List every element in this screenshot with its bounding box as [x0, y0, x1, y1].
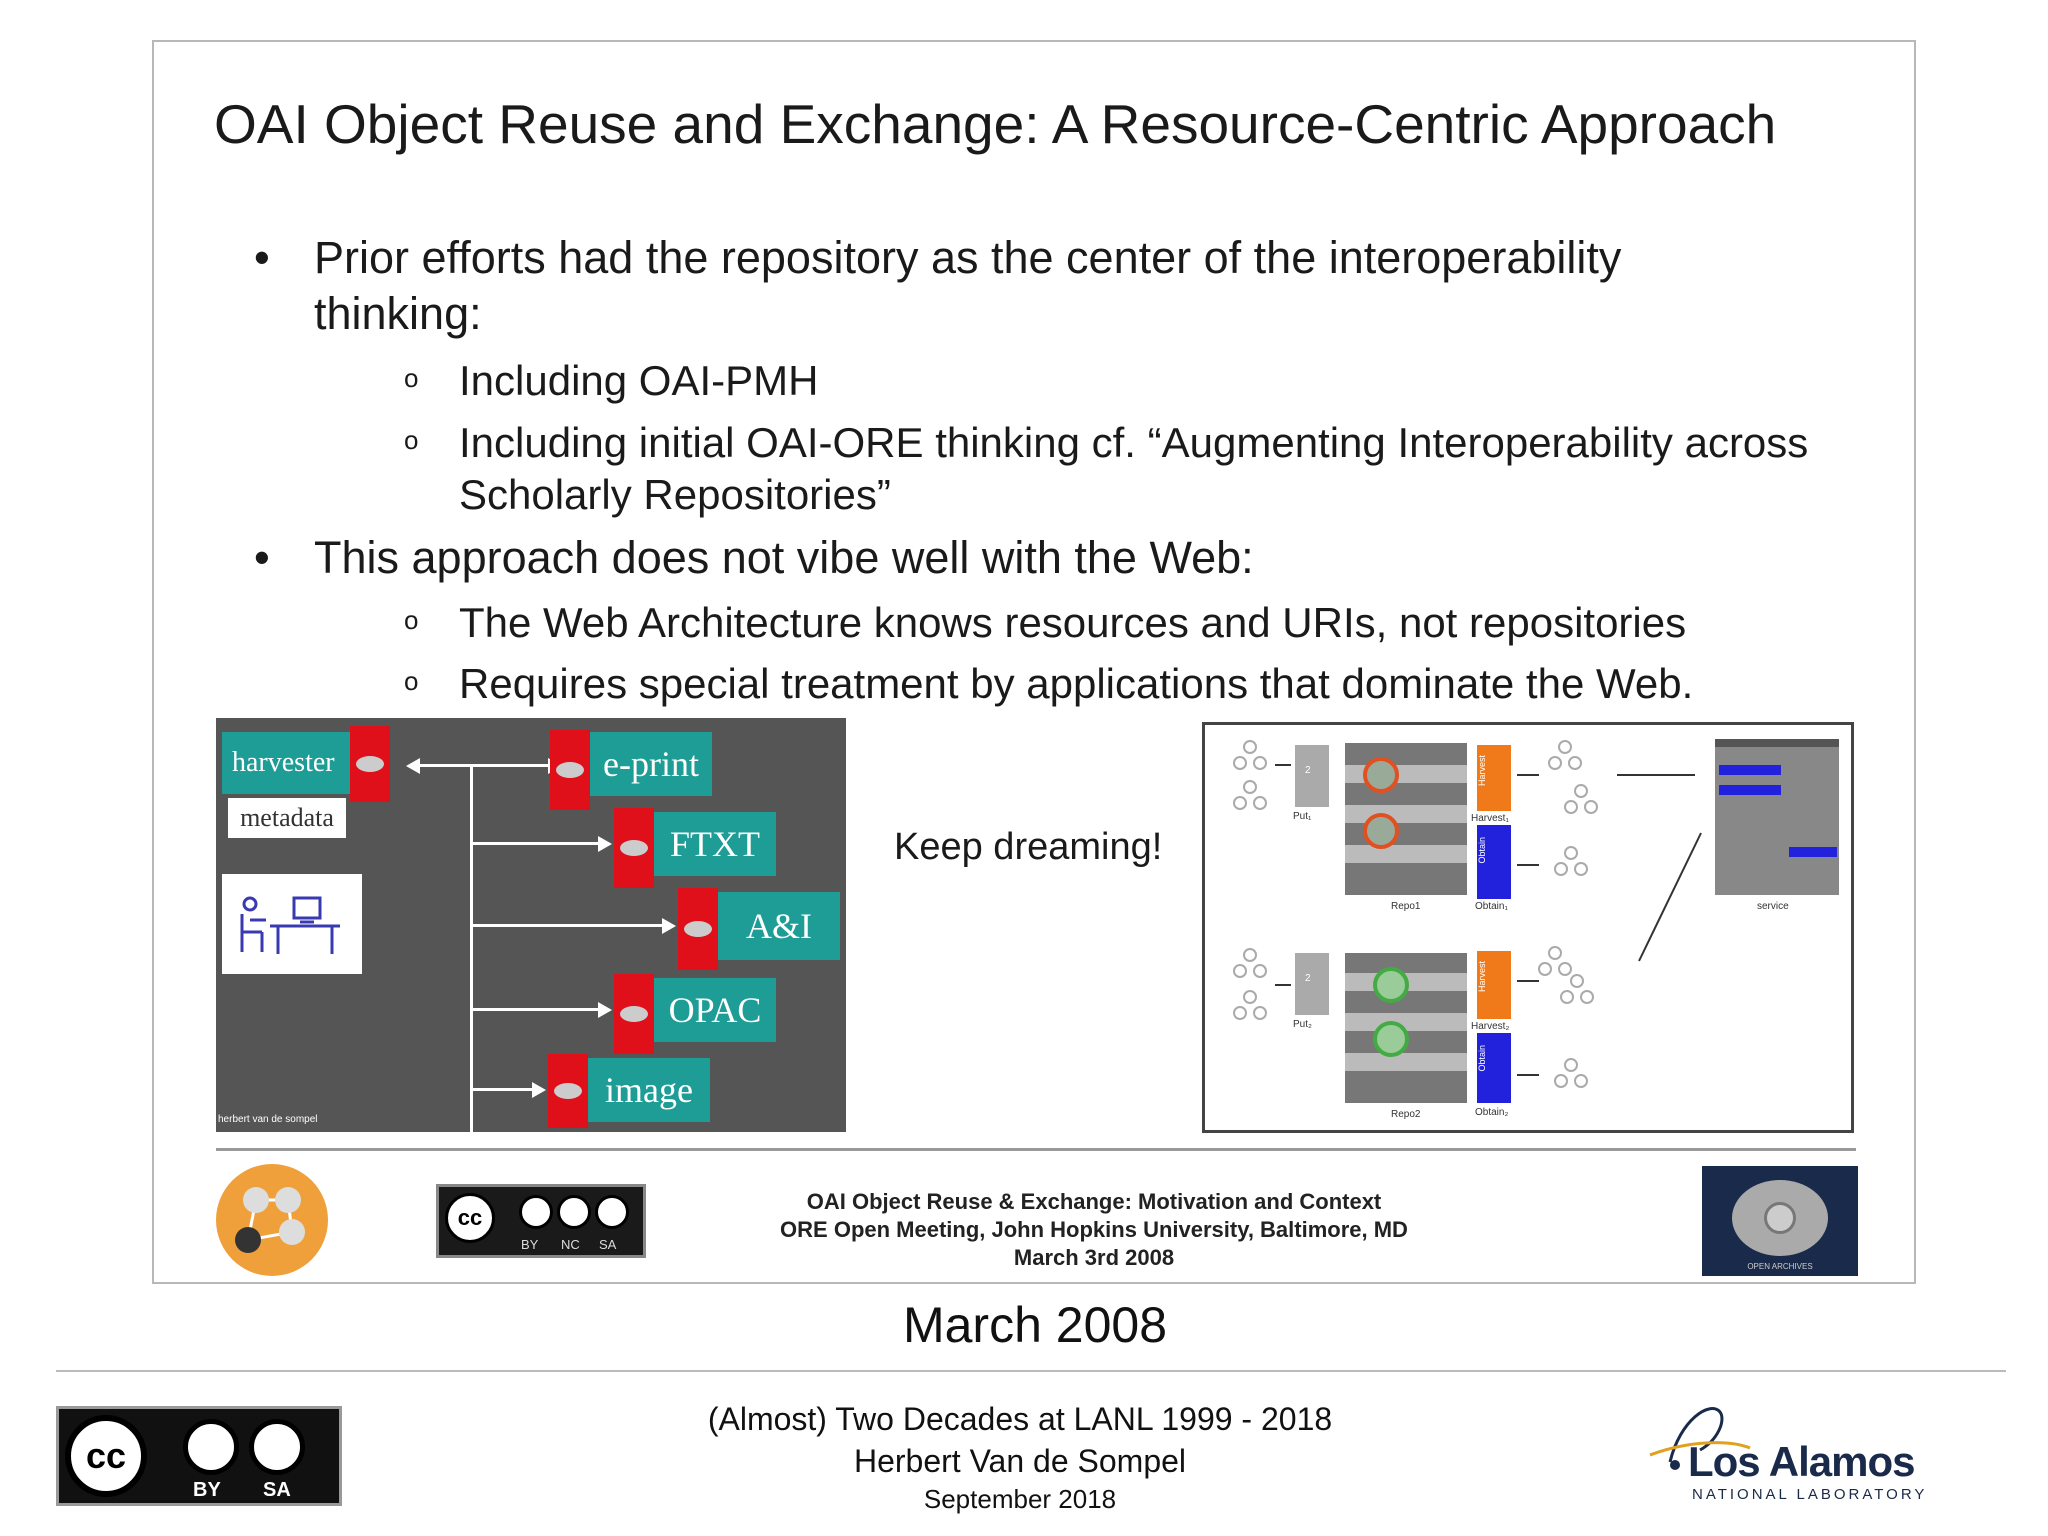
sa-icon: [249, 1419, 305, 1475]
diagram-credit: herbert van de sompel: [218, 1114, 318, 1125]
lanl-subtitle: NATIONAL LABORATORY: [1692, 1486, 1928, 1503]
ftxt-eye-tab: [614, 808, 654, 888]
harvester-diagram: harvester metadata e-print FTXT A&I: [216, 718, 846, 1136]
image-eye-tab: [548, 1054, 588, 1128]
by-icon: [183, 1419, 239, 1475]
harvester-box: harvester: [222, 732, 350, 794]
eye-icon: [356, 756, 384, 772]
slide-cc-badge: cc BY NC SA: [436, 1184, 646, 1258]
sub-bullet-3: o The Web Architecture knows resources a…: [404, 599, 1687, 646]
harvester-eye-tab: [350, 726, 390, 802]
ai-eye-tab: [678, 888, 718, 970]
workstation-icon: [222, 874, 362, 974]
bullet-2: • This approach does not vibe well with …: [254, 532, 1254, 583]
opac-eye-tab: [614, 974, 654, 1054]
sub-bullet-2: o Including initial OAI-ORE thinking cf.…: [404, 419, 1809, 518]
sub-bullet-4: o Requires special treatment by applicat…: [404, 660, 1694, 707]
repository-diagram: 2 2 Harvest Obtain Harvest Obtain Put₁ P…: [1202, 722, 1854, 1133]
by-icon: [519, 1195, 553, 1229]
target-eprint: e-print: [590, 732, 712, 796]
lanl-logo: Los Alamos NATIONAL LABORATORY: [1640, 1400, 1970, 1510]
target-image: image: [588, 1058, 710, 1122]
target-ftxt: FTXT: [654, 812, 776, 876]
lanl-name: Los Alamos: [1688, 1438, 1915, 1485]
keep-dreaming-text: Keep dreaming!: [894, 826, 1163, 868]
date-caption: March 2008: [902, 1297, 1168, 1353]
cc-icon: cc: [65, 1415, 147, 1497]
page-footer-text: (Almost) Two Decades at LANL 1999 - 2018…: [707, 1401, 1333, 1514]
metadata-label: metadata: [228, 798, 346, 838]
atom-swoosh-icon: [1649, 1407, 1751, 1463]
eprint-eye-tab: [550, 730, 590, 810]
sub-bullet-1: o Including OAI-PMH: [404, 357, 819, 404]
slide-footer-text: OAI Object Reuse & Exchange: Motivation …: [780, 1189, 1408, 1270]
ore-logo: [216, 1164, 328, 1276]
page-cc-badge: cc BY SA: [56, 1406, 342, 1506]
embedded-slide: OAI Object Reuse and Exchange: A Resourc…: [152, 40, 1916, 1284]
page-divider: [56, 1370, 2006, 1372]
open-archives-logo: OPEN ARCHIVES: [1702, 1166, 1858, 1276]
bullet-1: • Prior efforts had the repository as th…: [254, 232, 1622, 339]
target-opac: OPAC: [654, 978, 776, 1042]
cc-icon: cc: [445, 1193, 495, 1243]
sa-icon: [595, 1195, 629, 1229]
target-ai: A&I: [718, 892, 840, 960]
nc-icon: [557, 1195, 591, 1229]
slide-title: OAI Object Reuse and Exchange: A Resourc…: [214, 93, 1777, 155]
slide-footer-divider: [216, 1148, 1856, 1151]
